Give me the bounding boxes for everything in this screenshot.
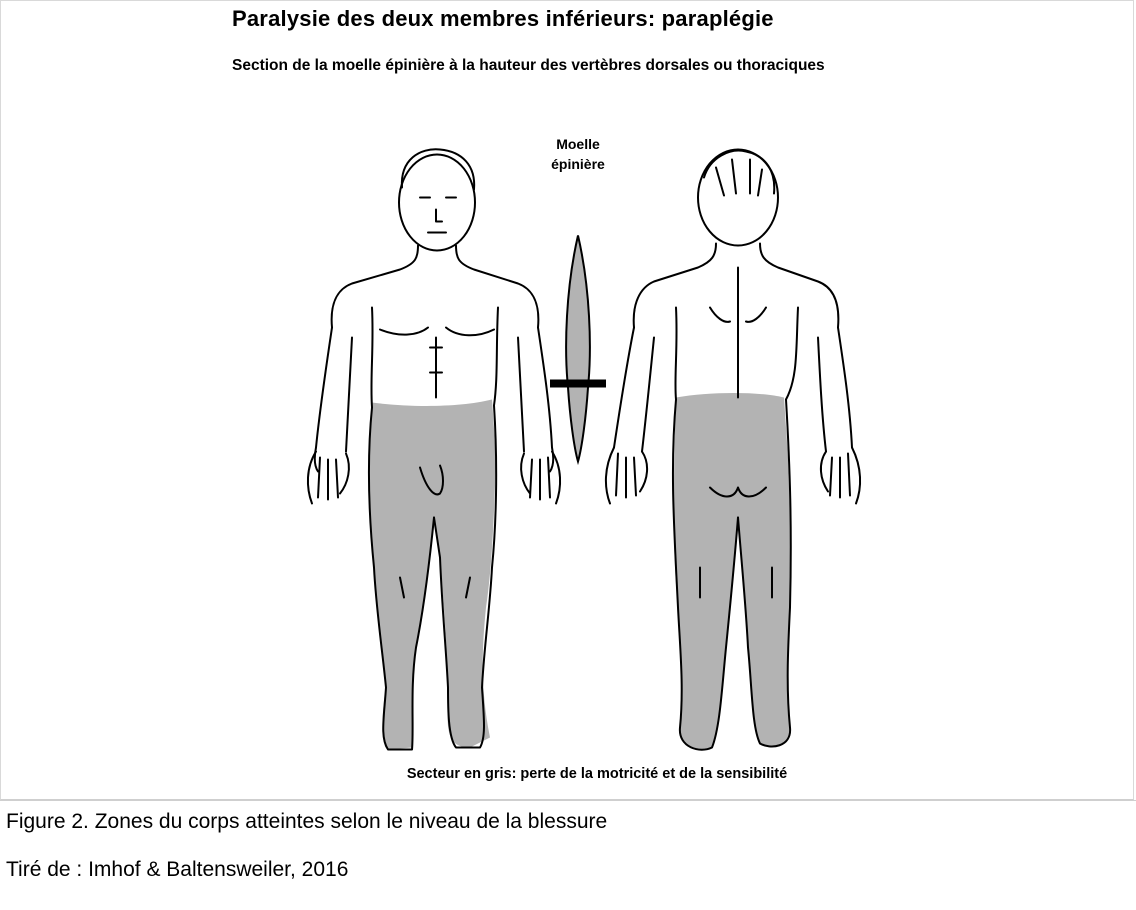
back-body-figure	[606, 150, 860, 750]
figure-caption: Figure 2. Zones du corps atteintes selon…	[6, 810, 607, 834]
figure-source: Tiré de : Imhof & Baltensweiler, 2016	[6, 858, 348, 882]
spinal-cord-label-line2: épinière	[528, 154, 628, 174]
caption-divider	[0, 800, 1136, 801]
diagram-legend: Secteur en gris: perte de la motricité e…	[0, 766, 1136, 782]
spinal-cord-label: Moelle épinière	[528, 134, 628, 174]
lesion-marker	[550, 380, 606, 388]
legend-text: Secteur en gris: perte de la motricité e…	[407, 766, 787, 782]
back-paralysis-zone	[674, 393, 791, 750]
front-paralysis-zone	[369, 400, 496, 750]
front-body-figure	[308, 149, 560, 749]
spinal-cord	[550, 236, 606, 462]
front-head	[399, 155, 475, 251]
spinal-cord-label-line1: Moelle	[528, 134, 628, 154]
spinal-cord-shape	[566, 236, 590, 462]
body-diagram	[0, 0, 1136, 800]
